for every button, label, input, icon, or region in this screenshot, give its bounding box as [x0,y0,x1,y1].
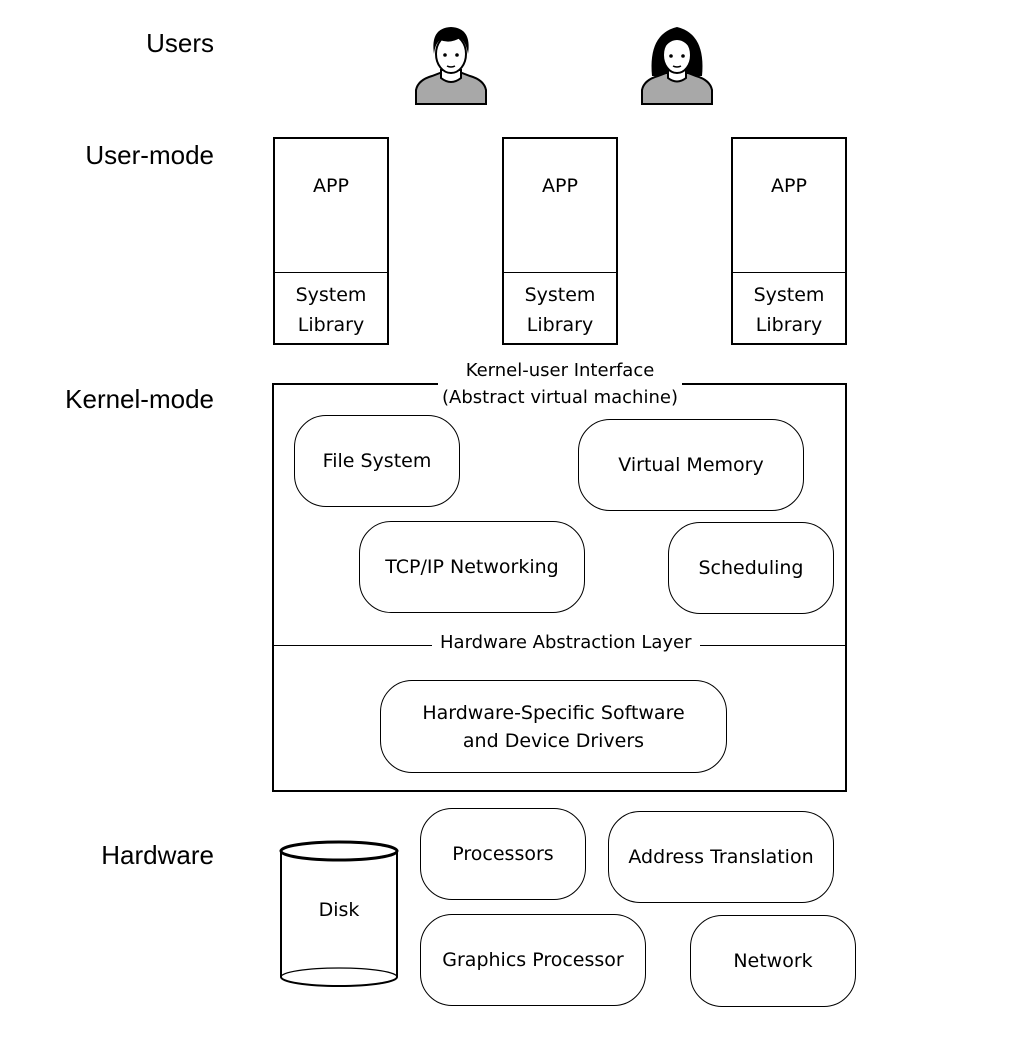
network-module: Network [690,915,856,1007]
system-library-line2: Library [526,314,594,336]
system-library: System Library [504,273,616,343]
system-library-line2: Library [297,314,365,336]
device-drivers-module: Hardware-Specific Software and Device Dr… [380,680,727,773]
app-column-1: APP System Library [273,137,389,345]
drivers-line1: Hardware-Specific Software [422,701,685,724]
drivers-line2: and Device Drivers [462,729,645,752]
app-label: APP [504,139,616,273]
female-user-icon [641,27,713,105]
address-translation-module: Address Translation [608,811,834,903]
interface-line2: (Abstract virtual machine) [442,387,678,408]
male-user-icon [415,27,487,105]
system-library-line1: System [524,284,596,306]
tcpip-networking-module: TCP/IP Networking [359,521,585,613]
layer-label-user-mode: User-mode [85,140,214,170]
hal-label: Hardware Abstraction Layer [432,632,700,653]
kernel-user-interface-label: Kernel-user Interface (Abstract virtual … [438,357,682,411]
interface-line1: Kernel-user Interface [465,360,655,381]
virtual-memory-module: Virtual Memory [578,419,804,511]
app-label: APP [733,139,845,273]
layer-label-hardware: Hardware [101,840,214,870]
app-column-2: APP System Library [502,137,618,345]
system-library-line1: System [753,284,825,306]
layer-label-kernel-mode: Kernel-mode [65,384,214,414]
system-library-line1: System [295,284,367,306]
disk-icon [279,840,399,987]
layer-label-users: Users [146,28,214,58]
app-label: APP [275,139,387,273]
scheduling-module: Scheduling [668,522,834,614]
processors-module: Processors [420,808,586,900]
app-column-3: APP System Library [731,137,847,345]
file-system-module: File System [294,415,460,507]
system-library: System Library [275,273,387,343]
system-library: System Library [733,273,845,343]
disk-label: Disk [318,899,360,921]
graphics-processor-module: Graphics Processor [420,914,646,1006]
system-library-line2: Library [755,314,823,336]
